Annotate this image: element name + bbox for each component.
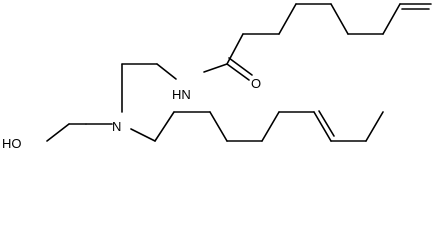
octenyl-arm [130,110,384,142]
ethylene-linker: HN [121,63,228,113]
bond-c5-c6 [261,111,280,142]
amide-nitrogen-label: HN [172,87,191,102]
amine-nitrogen-label: N [112,119,121,134]
bond-carbonyl-double-a [226,63,250,81]
bond-internal-double-b [318,110,335,137]
hydroxyl-label: HO [2,136,22,151]
octenoyl-chain [226,3,432,65]
bond-internal-double-a [313,111,332,142]
bond-ch2-oh [46,123,70,142]
bond-nh-ch2 [156,63,177,80]
amide-oxygen-label: O [251,76,261,91]
hydroxyethyl-arm: HO [2,123,113,151]
bond-c3-c4 [278,3,297,35]
bond-carbonyl-double-b [228,57,253,76]
bond-carbonyl-nh [203,63,228,73]
bond-c9-c10 [365,111,384,142]
bond-c3-c4 [209,111,228,142]
bond-carbonyl-c2 [226,33,244,65]
bond-c1-c2 [154,111,175,142]
bond-amine-c1 [130,128,156,142]
carbonyl-group: O [226,57,261,91]
bond-c5-c6 [330,3,349,35]
skeletal-structure-diagram: O HN N HO [2,3,432,151]
bond-c7-c8 [382,3,401,35]
